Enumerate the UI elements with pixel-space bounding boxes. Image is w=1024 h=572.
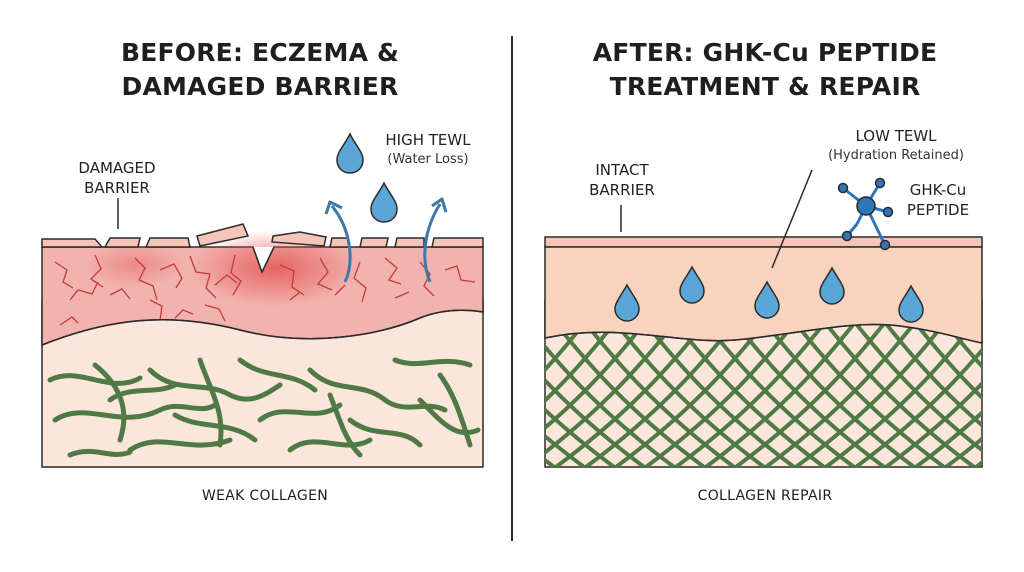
collagen-fiber [995, 310, 1024, 475]
collagen-fiber [723, 324, 897, 467]
panel-divider [511, 36, 513, 541]
collagen-fiber [545, 324, 687, 467]
arrow-up-icon [324, 200, 352, 283]
water-drop-icon [754, 280, 780, 319]
high-tewl-label: HIGH TEWL (Water Loss) [368, 130, 488, 170]
collagen-fiber [995, 310, 1024, 475]
water-drop-icon [614, 283, 640, 322]
low-tewl-label: LOW TEWL (Hydration Retained) [806, 126, 986, 166]
peptide-label: GHK-Cu PEPTIDE [898, 180, 978, 220]
intact-barrier-label-line2: BARRIER [589, 181, 655, 199]
high-tewl-label-title: HIGH TEWL [385, 131, 471, 149]
low-tewl-pointer [771, 169, 813, 269]
weak-collagen-caption: WEAK COLLAGEN [201, 488, 328, 504]
collagen-fiber [843, 324, 982, 467]
left-epidermis-inflamed [41, 230, 484, 347]
water-drop-icon [819, 266, 845, 305]
collagen-fiber [753, 324, 927, 467]
collagen-fiber [813, 324, 982, 467]
left-collagen-fibers [47, 357, 481, 458]
water-drop-icon [336, 132, 364, 174]
intact-barrier-label-line1: INTACT [595, 161, 649, 179]
before-title-line1: BEFORE: ECZEMA & [120, 38, 400, 67]
before-title: BEFORE: ECZEMA & DAMAGED BARRIER [60, 36, 460, 104]
after-title-line1: AFTER: GHK-Cu PEPTIDE [592, 38, 938, 67]
intact-barrier-label: INTACT BARRIER [570, 160, 674, 200]
low-tewl-label-title: LOW TEWL [855, 127, 937, 145]
water-drop-icon [679, 265, 705, 304]
damaged-barrier-label-line2: BARRIER [84, 179, 150, 197]
collagen-fiber [693, 324, 867, 467]
peptide-label-line1: GHK-Cu [909, 181, 967, 199]
high-tewl-label-sub: (Water Loss) [387, 152, 469, 167]
collagen-fiber [843, 324, 982, 467]
collagen-repair-caption: COLLAGEN REPAIR [697, 488, 833, 504]
before-title-line2: DAMAGED BARRIER [121, 72, 399, 101]
after-title-line2: TREATMENT & REPAIR [609, 72, 921, 101]
peptide-label-line2: PEPTIDE [906, 201, 970, 219]
after-title: AFTER: GHK-Cu PEPTIDE TREATMENT & REPAIR [545, 36, 985, 104]
skin-crack-lines [54, 254, 476, 326]
damaged-barrier-label: DAMAGED BARRIER [62, 158, 172, 198]
arrow-up-icon [423, 197, 448, 283]
low-tewl-label-sub: (Hydration Retained) [828, 148, 964, 163]
collagen-fiber [545, 324, 597, 467]
left-broken-barrier [41, 223, 484, 248]
water-drop-icon [898, 284, 924, 323]
collagen-fiber [873, 324, 982, 467]
collagen-fiber [933, 324, 982, 467]
water-drop-icon [370, 181, 398, 223]
damaged-barrier-label-line1: DAMAGED [78, 159, 156, 177]
peptide-molecule-icon [837, 177, 894, 251]
collagen-fiber [545, 324, 657, 467]
collagen-fiber [903, 324, 982, 467]
collagen-fiber [545, 324, 627, 467]
collagen-fiber [873, 324, 982, 467]
retained-water-drops [614, 265, 924, 323]
